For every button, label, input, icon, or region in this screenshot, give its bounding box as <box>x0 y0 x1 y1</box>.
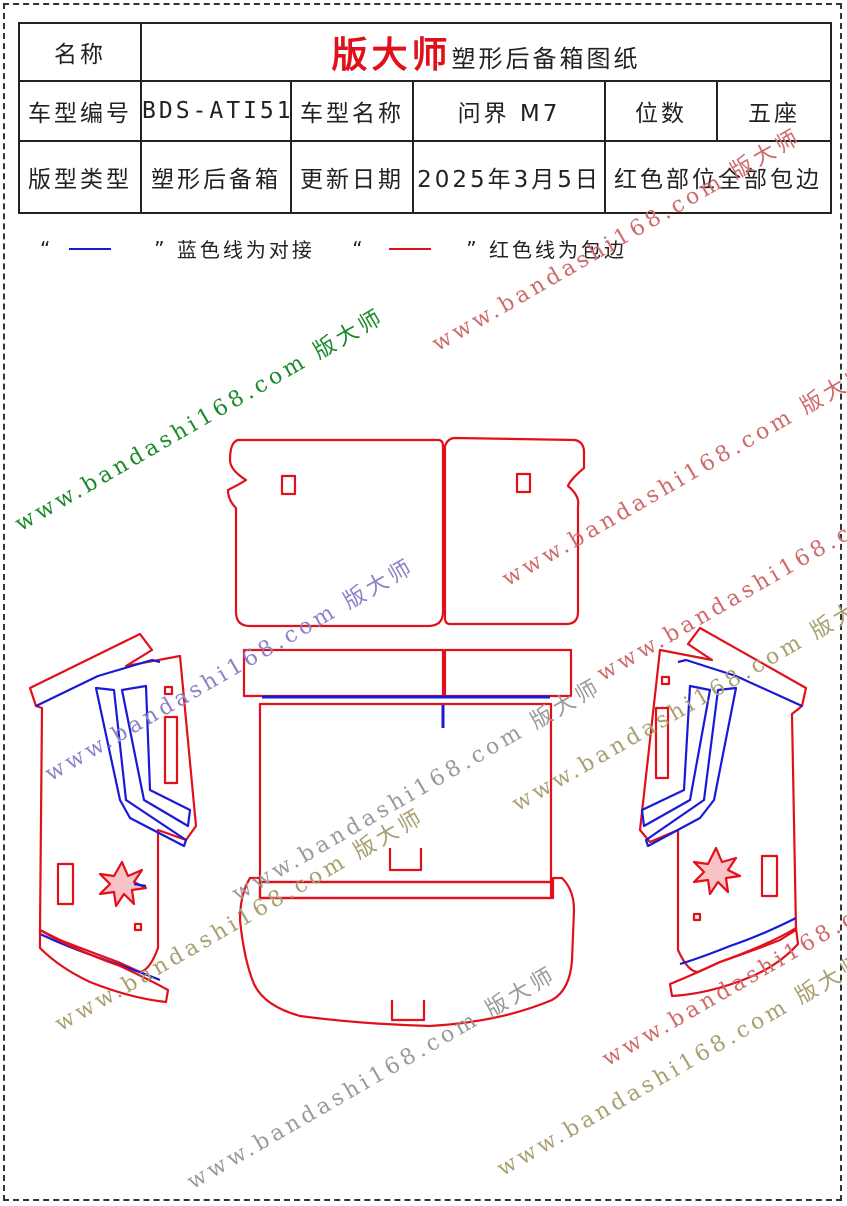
legend-close-quote: ” <box>466 236 480 261</box>
left-small-hole <box>163 685 174 696</box>
rear-seat-right-panel <box>443 436 586 626</box>
apron-notch <box>390 1000 426 1022</box>
floor-notch <box>388 848 423 872</box>
model-code-label: 车型编号 <box>18 80 142 142</box>
right-lower-flap <box>668 926 800 998</box>
trunk-apron-panel <box>238 876 576 1028</box>
model-name-value: 问界 M7 <box>412 80 606 142</box>
type-value: 塑形后备箱 <box>140 140 292 214</box>
brand-title: 版大师 <box>331 35 452 76</box>
back-strip-right <box>443 648 573 698</box>
left-small-hole-2 <box>133 922 143 932</box>
right-star-emblem <box>692 846 742 896</box>
type-label: 版型类型 <box>18 140 142 214</box>
line-legend: “ ” 蓝色线为对接 “ ” 红色线为包边 <box>40 234 627 263</box>
rear-seat-left-panel <box>226 438 445 628</box>
seats-label: 位数 <box>604 80 718 142</box>
model-code-value: BDS-ATI5122W <box>140 80 292 142</box>
update-value: 2025年3月5日 <box>412 140 606 214</box>
page-border <box>3 3 842 1201</box>
legend-close-quote: ” <box>154 236 168 261</box>
legend-open-quote: “ <box>352 236 366 261</box>
right-side-blue-block-2 <box>640 684 712 828</box>
left-side-blue-block-2 <box>120 684 192 828</box>
blue-line-swatch <box>68 247 111 250</box>
legend-red-text: 红色线为包边 <box>489 238 628 262</box>
left-slot <box>163 715 179 785</box>
model-name-label: 车型名称 <box>290 80 414 142</box>
left-side-blue-block <box>94 686 188 848</box>
red-line-swatch <box>388 247 431 250</box>
title-cell: 版大师塑形后备箱图纸 <box>140 22 832 82</box>
right-slot <box>654 706 670 780</box>
right-side-blue-block <box>644 686 738 848</box>
left-side-blue-upper <box>35 658 161 707</box>
document-title: 塑形后备箱图纸 <box>451 45 641 73</box>
right-side-blue-upper <box>677 658 803 708</box>
right-vent <box>760 854 779 898</box>
name-label: 名称 <box>18 22 142 82</box>
left-star-emblem <box>98 860 148 908</box>
spec-table: 名称 版大师塑形后备箱图纸 车型编号 BDS-ATI5122W 车型名称 问界 … <box>18 22 832 214</box>
left-star-blue <box>133 882 147 888</box>
legend-blue-text: 蓝色线为对接 <box>176 238 315 262</box>
right-small-hole-2 <box>692 912 702 922</box>
right-cutout <box>515 472 532 494</box>
legend-open-quote: “ <box>40 236 54 261</box>
right-small-hole <box>660 675 671 686</box>
update-label: 更新日期 <box>290 140 414 214</box>
left-lower-flap <box>38 928 170 1004</box>
left-cutout <box>280 474 297 496</box>
right-lower-blue <box>679 917 797 966</box>
seats-value: 五座 <box>716 80 832 142</box>
edge-note: 红色部位全部包边 <box>604 140 832 214</box>
left-vent <box>56 862 75 906</box>
